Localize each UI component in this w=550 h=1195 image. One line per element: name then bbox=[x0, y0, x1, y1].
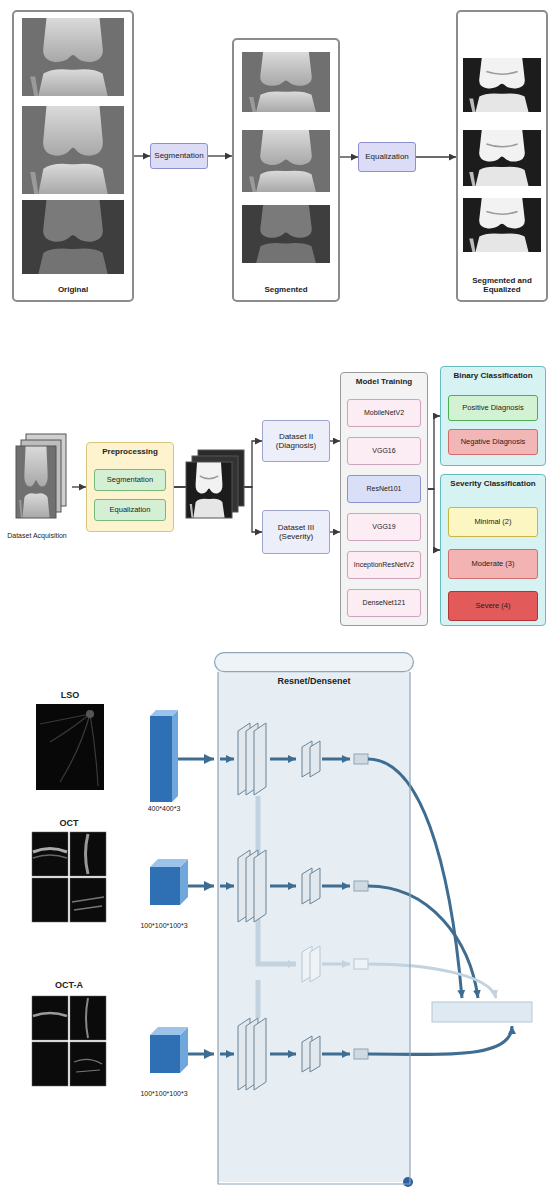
connector-arrow bbox=[340, 156, 358, 157]
class-box: Negative Diagnosis bbox=[448, 429, 538, 455]
tensor-block: 100*100*100*3 bbox=[136, 840, 192, 932]
input-tensors bbox=[150, 710, 192, 1073]
network-drawing bbox=[214, 652, 532, 1187]
model-box: DenseNet121 bbox=[347, 589, 421, 617]
panel-caption: Severity Classification bbox=[450, 479, 535, 488]
box-label: VGG16 bbox=[372, 447, 395, 455]
panel-caption: Dataset Acquisition bbox=[7, 532, 67, 540]
panel-caption: Segmented bbox=[264, 285, 307, 294]
box-label: InceptionResNetV2 bbox=[354, 561, 414, 569]
processed-stack-drawing bbox=[186, 450, 244, 518]
image-panel: Segmented and Equalized bbox=[456, 10, 548, 302]
box-label: Equalization bbox=[365, 152, 409, 161]
connector-arrow bbox=[208, 155, 232, 156]
step-box: Segmentation bbox=[94, 469, 166, 491]
tensor-block: 100*100*100*3 bbox=[136, 1008, 192, 1100]
box-label: MobileNetV2 bbox=[364, 409, 404, 417]
group-box: PreprocessingSegmentationEqualization bbox=[86, 442, 174, 532]
class-box: Minimal (2) bbox=[448, 507, 538, 537]
panel-caption: Resnet/Densenet bbox=[277, 676, 350, 686]
tensor-block: 400*400*3 bbox=[136, 704, 192, 814]
model-box: ResNet101 bbox=[347, 475, 421, 503]
panel-caption: OCT bbox=[60, 818, 79, 828]
box-label: Dataset II (Diagnosis) bbox=[266, 432, 326, 450]
image-panel: Segmented bbox=[232, 38, 340, 302]
panel-caption: Preprocessing bbox=[102, 447, 158, 456]
xray-images bbox=[22, 18, 541, 274]
dataset-box: Dataset II (Diagnosis) bbox=[262, 420, 330, 462]
scroll-outline bbox=[214, 652, 414, 1188]
box-label: Severe (4) bbox=[475, 602, 510, 611]
group-box: Model TrainingMobileNetV2VGG16ResNet101V… bbox=[340, 372, 428, 626]
connector-arrow bbox=[192, 1053, 214, 1056]
image-panel: Original bbox=[12, 10, 134, 302]
connector-arrow bbox=[416, 156, 456, 157]
image-node: OCT-A bbox=[30, 980, 108, 1092]
process-box: Equalization bbox=[358, 142, 416, 172]
box-label: Equalization bbox=[110, 506, 151, 515]
model-box: VGG19 bbox=[347, 513, 421, 541]
panel-caption: 400*400*3 bbox=[148, 805, 181, 813]
oct-image bbox=[32, 832, 106, 922]
image-node: OCT bbox=[30, 818, 108, 924]
panel-caption: Binary Classification bbox=[453, 371, 532, 380]
connector-arrow bbox=[192, 758, 214, 761]
box-label: ResNet101 bbox=[366, 485, 401, 493]
connector-arrow bbox=[72, 486, 86, 487]
step-box: Equalization bbox=[94, 499, 166, 521]
panel-caption: 100*100*100*3 bbox=[140, 922, 187, 930]
box-label: Segmentation bbox=[154, 151, 203, 160]
dataset-box: Dataset III (Severity) bbox=[262, 510, 330, 554]
image-node: LSO bbox=[34, 690, 106, 792]
lso-image bbox=[36, 704, 104, 790]
panel-caption: LSO bbox=[61, 690, 80, 700]
connector-arrow bbox=[330, 531, 340, 532]
panel-caption: 100*100*100*3 bbox=[140, 1090, 187, 1098]
model-box: VGG16 bbox=[347, 437, 421, 465]
image-stack-drawing bbox=[16, 434, 66, 518]
process-box: Segmentation bbox=[150, 143, 208, 169]
box-label: Positive Diagnosis bbox=[462, 404, 523, 413]
box-label: Minimal (2) bbox=[474, 518, 511, 527]
class-box: Positive Diagnosis bbox=[448, 395, 538, 421]
panel-caption: Model Training bbox=[356, 377, 412, 386]
box-label: Moderate (3) bbox=[472, 560, 515, 569]
octa-image bbox=[32, 996, 106, 1086]
box-label: Dataset III (Severity) bbox=[266, 523, 326, 541]
panel-caption: OCT-A bbox=[55, 980, 83, 990]
connector-arrow bbox=[134, 155, 150, 156]
model-box: MobileNetV2 bbox=[347, 399, 421, 427]
group-box: Binary ClassificationPositive DiagnosisN… bbox=[440, 366, 546, 466]
box-label: Segmentation bbox=[107, 476, 153, 485]
box-label: VGG19 bbox=[372, 523, 395, 531]
connector-arrow bbox=[192, 885, 214, 888]
panel-caption: Original bbox=[58, 285, 88, 294]
class-box: Severe (4) bbox=[448, 591, 538, 621]
class-box: Moderate (3) bbox=[448, 549, 538, 579]
box-label: Negative Diagnosis bbox=[461, 438, 526, 447]
connector-arrow bbox=[330, 440, 340, 441]
network-panel: Resnet/Densenet bbox=[214, 652, 414, 1188]
box-label: DenseNet121 bbox=[363, 599, 406, 607]
model-box: InceptionResNetV2 bbox=[347, 551, 421, 579]
group-box: Severity ClassificationMinimal (2) Modera… bbox=[440, 474, 546, 626]
panel-caption: Segmented and Equalized bbox=[461, 276, 543, 294]
image-stack: Dataset Acquisition bbox=[2, 430, 72, 542]
